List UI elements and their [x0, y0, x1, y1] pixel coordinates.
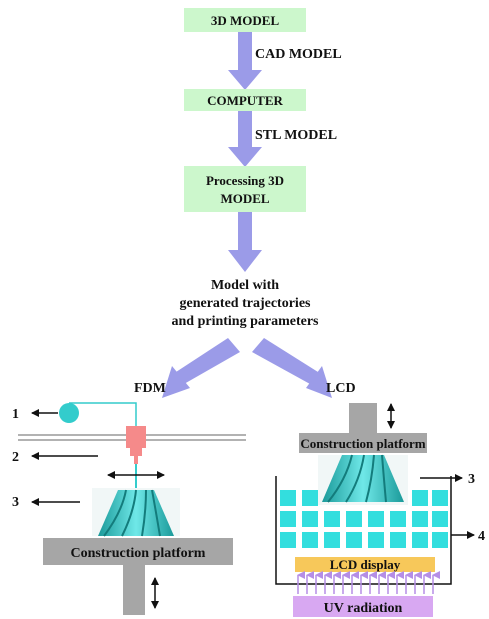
lcd-marker-3: 3: [468, 472, 475, 487]
resin-vat: [275, 476, 452, 585]
lcd-cell: [280, 490, 296, 506]
lcd-cell-grid: [280, 490, 448, 548]
edge-stl-model-label: STL MODEL: [255, 128, 337, 143]
flow-arrow-to-fdm: [162, 338, 240, 398]
box-3d-model: [184, 8, 306, 32]
flow-arrow-to-lcd: [252, 338, 332, 398]
lcd-construction-platform: [299, 433, 427, 453]
fdm-printer: 1 2 3 Constru: [12, 402, 246, 615]
fdm-marker-3: 3: [12, 495, 19, 510]
lcd-cell: [412, 490, 428, 506]
box-processing-label-line1: Processing 3D: [206, 173, 284, 188]
lcd-cell: [390, 532, 406, 548]
lcd-display-panel: [295, 557, 435, 572]
flow-arrow-stl: [228, 111, 262, 167]
lcd-cell: [412, 511, 428, 527]
lcd-cell: [432, 511, 448, 527]
fdm-title: FDM: [134, 381, 166, 396]
lcd-printed-part: [318, 454, 408, 505]
lcd-cell: [432, 490, 448, 506]
lcd-display-label: LCD display: [330, 557, 401, 572]
lcd-cell: [324, 532, 340, 548]
lcd-cell: [346, 511, 362, 527]
lcd-cell: [390, 511, 406, 527]
lcd-cell: [302, 532, 318, 548]
lcd-cell: [368, 511, 384, 527]
lcd-cell: [302, 490, 318, 506]
output-line2: generated trajectories: [180, 296, 312, 311]
uv-arrow-group: [297, 571, 440, 594]
extruder-head: [126, 426, 146, 464]
box-processing: [184, 166, 306, 212]
lcd-cell: [280, 532, 296, 548]
uv-radiation-box: [293, 596, 433, 617]
flow-arrow-cad: [228, 32, 262, 90]
box-3d-model-label: 3D MODEL: [211, 13, 280, 28]
edge-cad-model-label: CAD MODEL: [255, 47, 342, 62]
lcd-platform-post: [349, 403, 377, 433]
filament-path: [69, 402, 137, 426]
output-line1: Model with: [211, 278, 279, 293]
uv-radiation-label: UV radiation: [324, 601, 403, 616]
output-line3: and printing parameters: [172, 314, 320, 329]
lcd-cell: [432, 532, 448, 548]
fdm-marker-1: 1: [12, 407, 19, 422]
lcd-cell: [368, 532, 384, 548]
lcd-cell: [324, 511, 340, 527]
fdm-construction-platform: [43, 538, 233, 565]
lcd-platform-label: Construction platform: [300, 436, 425, 451]
fdm-platform-post: [123, 565, 145, 615]
fdm-marker-2: 2: [12, 450, 19, 465]
lcd-title: LCD: [326, 381, 356, 396]
filament-spool: [59, 403, 79, 423]
lcd-cell: [412, 532, 428, 548]
flow-arrow-output: [228, 212, 262, 272]
lcd-cell: [302, 511, 318, 527]
flowchart: 3D MODEL CAD MODEL COMPUTER STL MODEL Pr…: [134, 8, 356, 398]
box-computer: [184, 89, 306, 111]
box-processing-label-line2: MODEL: [220, 191, 269, 206]
lcd-marker-4: 4: [478, 529, 485, 544]
lcd-cell: [280, 511, 296, 527]
lcd-printer: Construction platform 3 4 LCD display UV…: [275, 403, 485, 617]
box-computer-label: COMPUTER: [207, 93, 283, 108]
fdm-printed-part: [92, 488, 180, 537]
lcd-cell: [346, 532, 362, 548]
fdm-platform-label: Construction platform: [71, 546, 206, 561]
